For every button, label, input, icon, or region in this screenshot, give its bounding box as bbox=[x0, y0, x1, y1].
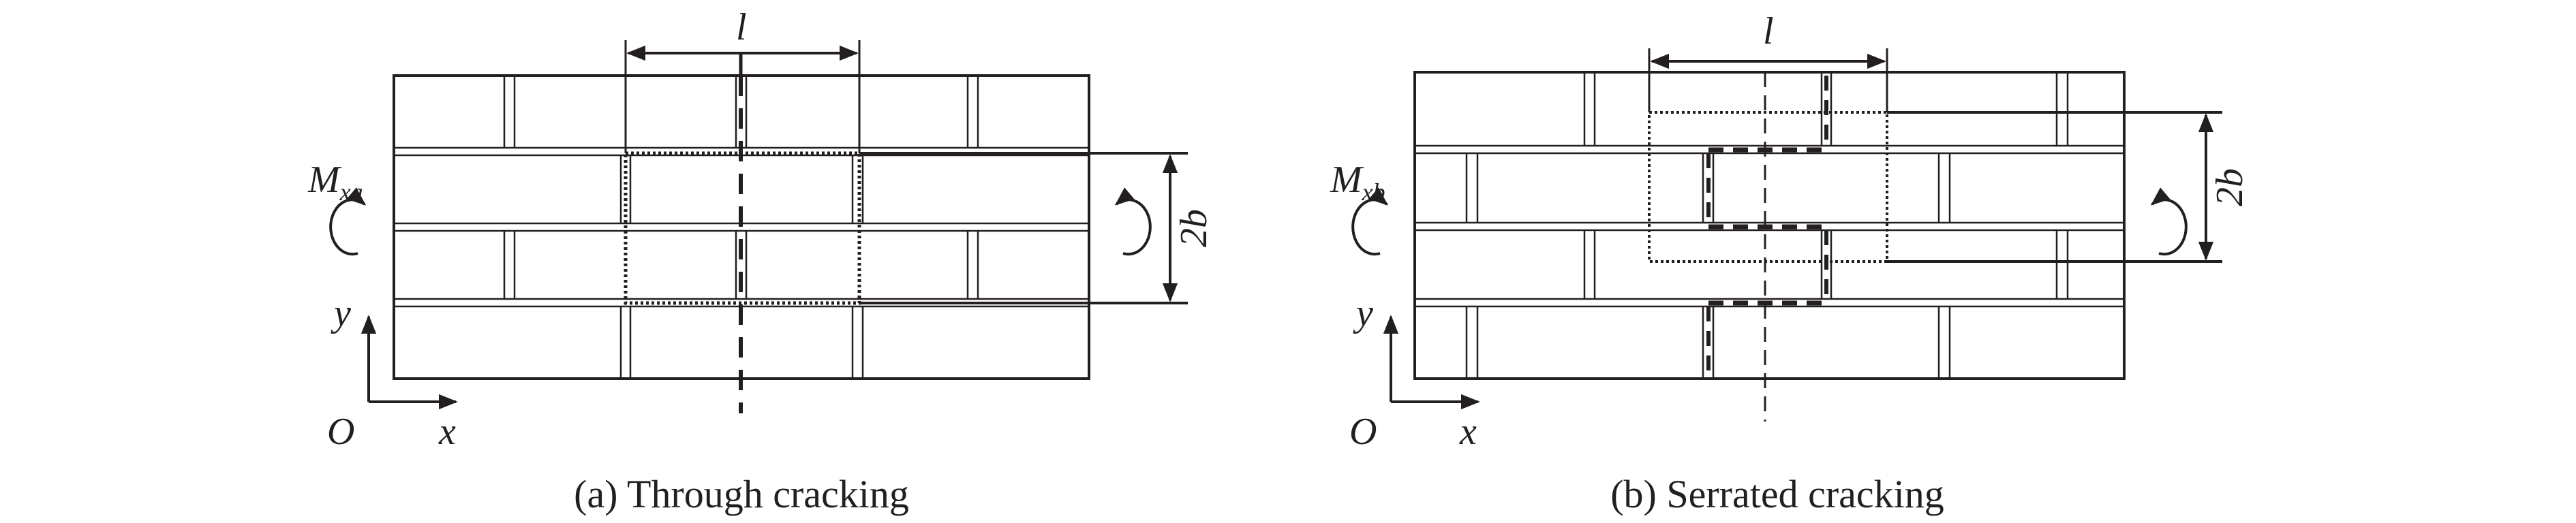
moment-arrow-right bbox=[1114, 187, 1152, 256]
caption-a: (a) Through cracking bbox=[574, 472, 909, 516]
length-label-b: l bbox=[1763, 10, 1774, 52]
axis-y-label-a: y bbox=[331, 292, 351, 334]
wall-outline bbox=[1413, 71, 2126, 380]
moment-label-a: Mxa bbox=[307, 159, 363, 206]
cracking-region-dotted bbox=[624, 151, 861, 305]
moment-arrow-left bbox=[1351, 187, 1389, 256]
axis-origin-label-a: O bbox=[327, 411, 354, 453]
length-label-a: l bbox=[736, 6, 747, 48]
panel-through-cracking bbox=[329, 40, 1188, 413]
width-label-a: 2b bbox=[1173, 209, 1215, 247]
axis-x-label-b: x bbox=[1459, 411, 1477, 453]
moment-arrow-left bbox=[329, 187, 367, 256]
width-label-b: 2b bbox=[2209, 168, 2251, 206]
axis-y-label-b: y bbox=[1353, 292, 1373, 334]
axis-x-label-a: x bbox=[438, 411, 456, 453]
panel-serrated-cracking bbox=[1351, 48, 2222, 422]
caption-b: (b) Serrated cracking bbox=[1610, 472, 1944, 516]
cracking-region-dotted bbox=[1648, 111, 1888, 263]
axis-origin-label-b: O bbox=[1349, 411, 1377, 453]
moment-label-b: Mxb bbox=[1330, 159, 1385, 206]
moment-arrow-right bbox=[2150, 187, 2188, 256]
